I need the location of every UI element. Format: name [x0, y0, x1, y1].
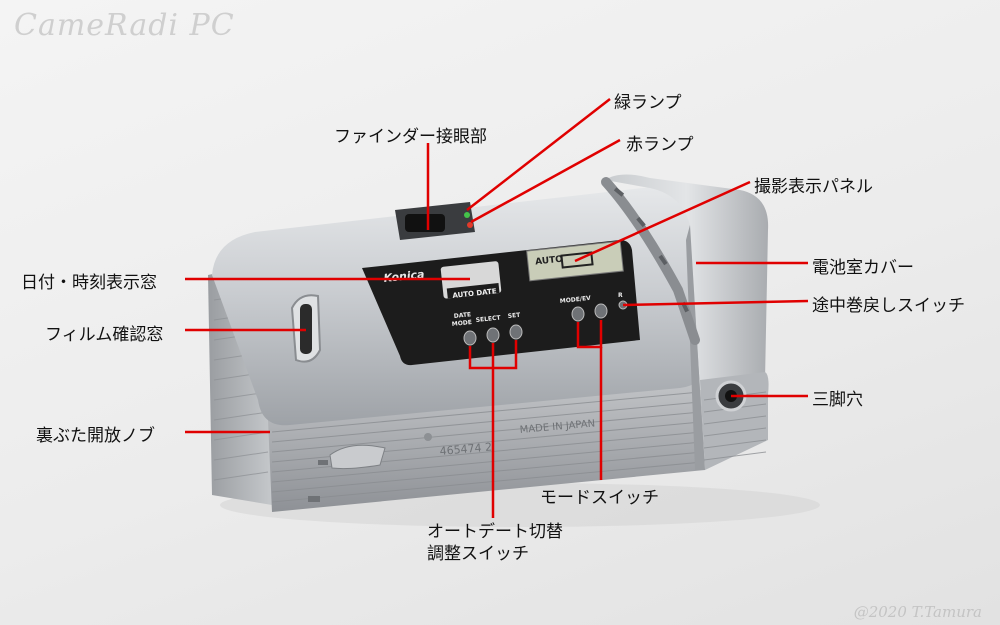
power-button[interactable]	[594, 303, 608, 319]
label-autodate-line1: オートデート切替	[427, 522, 563, 542]
leader-lines	[185, 98, 809, 518]
lcd-auto: AUTO	[535, 255, 564, 268]
lcd-battery	[560, 251, 594, 269]
watermark: CameRadi PC	[14, 8, 235, 43]
brand-logo: Konica	[383, 268, 425, 285]
screw	[424, 433, 432, 441]
set-button[interactable]	[509, 324, 523, 340]
btn-r-label: R	[618, 292, 623, 299]
btn-select-label: SELECT	[475, 314, 501, 324]
label-tripod: 三脚穴	[812, 390, 863, 410]
select-button[interactable]	[486, 327, 500, 343]
foot-left	[318, 460, 328, 465]
label-battery: 電池室カバー	[812, 258, 914, 278]
leader-panel	[574, 180, 751, 263]
label-mode-switch: モードスイッチ	[540, 488, 659, 508]
label-finder: ファインダー接眼部	[334, 127, 487, 147]
label-date-window: 日付・時刻表示窓	[21, 273, 157, 293]
btn-set-label: SET	[507, 312, 521, 320]
label-back-knob: 裏ぶた開放ノブ	[36, 426, 155, 446]
label-autodate-line2: 調整スイッチ	[427, 544, 529, 564]
label-green-lamp: 緑ランプ	[614, 93, 682, 113]
leader-red-lamp	[470, 138, 621, 224]
date-mode-button[interactable]	[463, 330, 477, 346]
red-lamp	[467, 222, 473, 228]
hinge-rod	[601, 177, 700, 345]
battery-door	[605, 174, 769, 399]
leader-green-lamp	[466, 98, 611, 211]
door-edge	[686, 225, 705, 470]
auto-date-band	[446, 283, 500, 299]
btn-date-mode-label-2: MODE	[451, 319, 472, 328]
foot-front	[308, 496, 320, 502]
btn-mode-ev-label: MODE/EV	[559, 295, 591, 305]
leader-rewind	[622, 299, 809, 307]
green-lamp	[464, 212, 470, 218]
leader-mode-bracket	[576, 320, 603, 349]
label-film-window: フィルム確認窓	[45, 325, 164, 345]
label-panel: 撮影表示パネル	[754, 177, 873, 197]
back-knob[interactable]	[329, 444, 386, 470]
finder-window	[405, 214, 445, 232]
photo-credit: @2020 T.Tamura	[853, 603, 982, 621]
label-rewind: 途中巻戻しスイッチ	[812, 296, 965, 316]
btn-date-mode-label: DATE	[453, 311, 471, 320]
label-red-lamp: 赤ランプ	[626, 135, 694, 155]
mode-ev-button[interactable]	[571, 306, 585, 322]
label-autodate: オートデート切替 調整スイッチ	[427, 521, 563, 565]
serial-text: 465474 2	[439, 440, 492, 458]
